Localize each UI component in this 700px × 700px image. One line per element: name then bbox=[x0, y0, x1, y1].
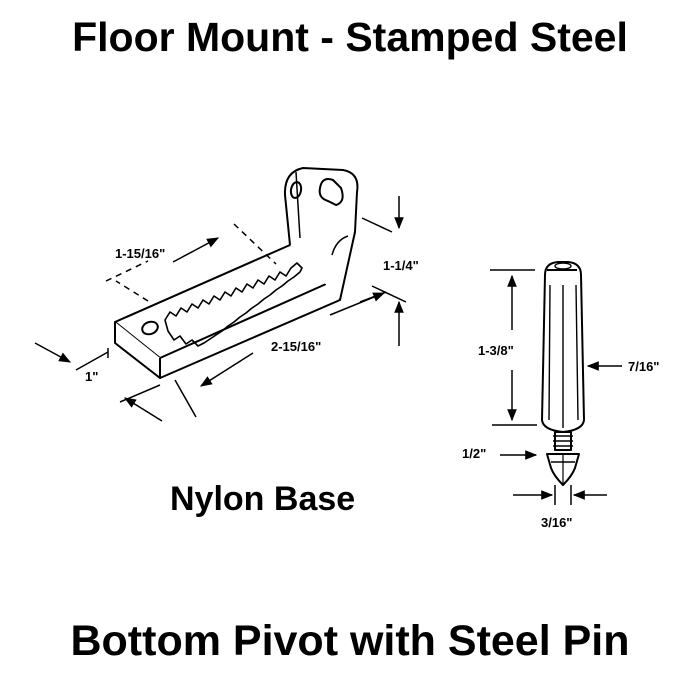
upright-round-hole bbox=[289, 181, 303, 199]
base-round-hole bbox=[141, 320, 159, 336]
dim-slot-length: 1-15/16" bbox=[115, 246, 165, 261]
upright-slot-hole bbox=[318, 178, 344, 206]
dim-length: 2-15/16" bbox=[271, 339, 321, 354]
dim-width: 1" bbox=[85, 369, 98, 384]
pivot-pin bbox=[541, 261, 585, 486]
dim-pin-diameter: 3/16" bbox=[541, 515, 572, 530]
serrated-slot bbox=[164, 262, 303, 347]
title: Floor Mount - Stamped Steel bbox=[72, 14, 628, 60]
floor-bracket bbox=[114, 167, 359, 379]
dim-body-height: 1-3/8" bbox=[478, 343, 514, 358]
dim-height: 1-1/4" bbox=[383, 258, 419, 273]
dim-pin-length: 1/2" bbox=[462, 446, 486, 461]
pivot-dimension-lines bbox=[490, 269, 622, 505]
bracket-dimension-lines bbox=[34, 196, 407, 422]
dim-diameter: 7/16" bbox=[628, 359, 659, 374]
nylon-base-label: Nylon Base bbox=[170, 480, 355, 518]
caption: Bottom Pivot with Steel Pin bbox=[70, 617, 630, 665]
